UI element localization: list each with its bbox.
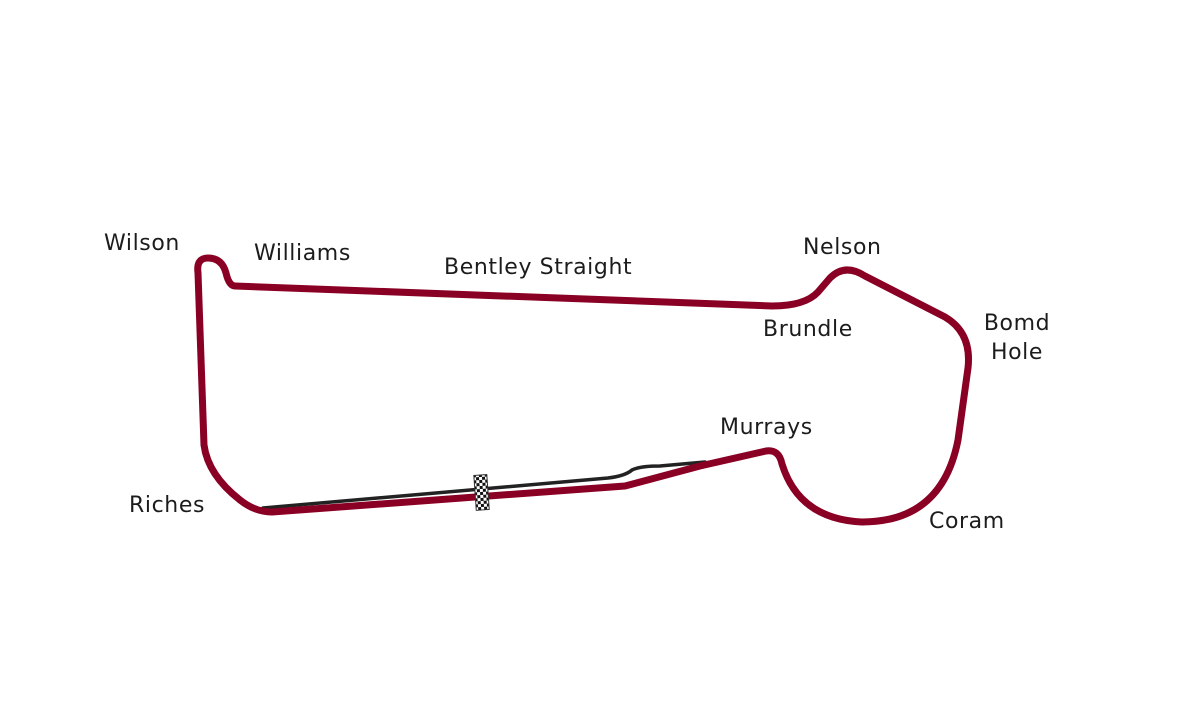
corner-label-coram: Coram — [929, 509, 1005, 534]
corner-label-bomd-hole: Bomd Hole — [976, 309, 1058, 367]
pit-lane — [261, 460, 707, 510]
circuit-path — [194, 254, 973, 526]
corner-label-williams: Williams — [254, 241, 351, 266]
checkered-flag-icon — [473, 474, 490, 511]
corner-label-murrays: Murrays — [720, 415, 813, 440]
corner-label-nelson: Nelson — [803, 235, 882, 260]
corner-label-bomd-hole-line1: Bomd — [983, 311, 1051, 336]
corner-label-wilson: Wilson — [104, 231, 180, 256]
corner-label-riches: Riches — [129, 493, 206, 518]
corner-label-bomd-hole-line2: Hole — [990, 340, 1044, 365]
corner-label-bentley-straight: Bentley Straight — [444, 255, 633, 280]
corner-label-brundle: Brundle — [763, 317, 853, 342]
